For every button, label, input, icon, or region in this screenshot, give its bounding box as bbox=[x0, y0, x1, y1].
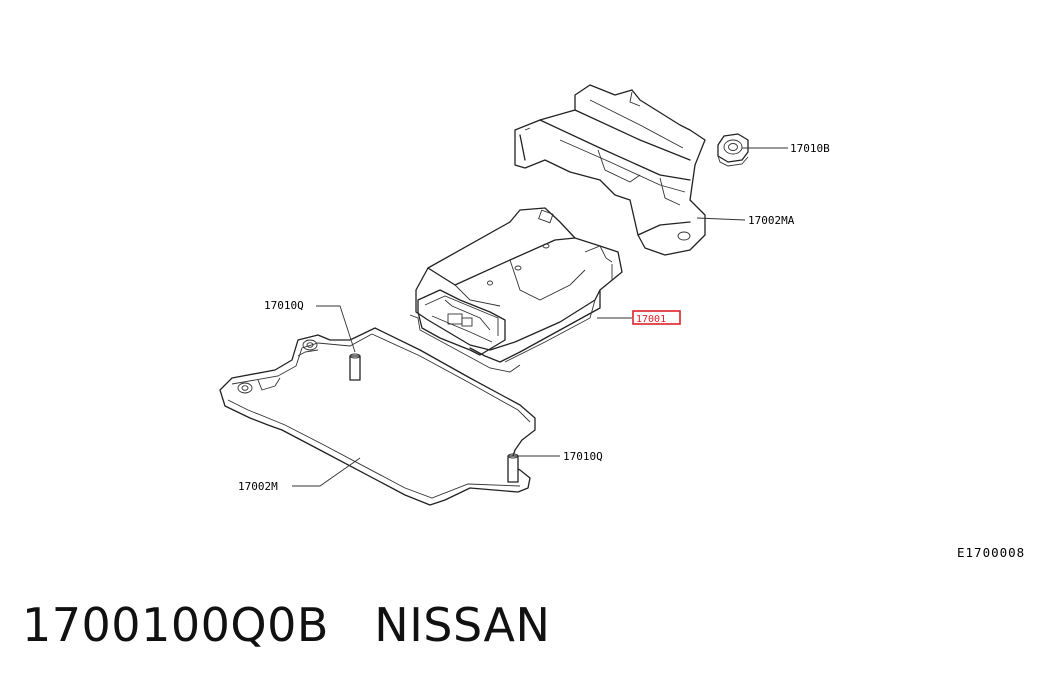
parts-diagram: 17010B 17002MA 17001 17010Q 17010Q 17002… bbox=[219, 84, 1025, 560]
part-number: 1700100Q0B bbox=[22, 598, 329, 652]
diagram-reference-code: E1700008 bbox=[957, 545, 1025, 560]
callout-nut: 17010B bbox=[790, 142, 830, 155]
upper-bracket bbox=[514, 84, 706, 256]
nut-icon bbox=[717, 133, 749, 167]
callout-lower-bracket: 17002M bbox=[238, 480, 278, 493]
callout-module[interactable]: 17001 bbox=[636, 314, 666, 325]
part-caption: 1700100Q0B NISSAN bbox=[22, 598, 550, 652]
leader-lines bbox=[292, 147, 788, 487]
callout-upper-bracket: 17002MA bbox=[748, 214, 795, 227]
callout-stud-left: 17010Q bbox=[264, 299, 304, 312]
brand-name: NISSAN bbox=[374, 598, 551, 652]
control-module bbox=[409, 207, 623, 373]
lower-bracket bbox=[219, 327, 536, 506]
stud-left-icon bbox=[349, 353, 361, 381]
highlight-box[interactable] bbox=[632, 310, 681, 325]
stud-right-icon bbox=[507, 453, 519, 483]
callout-stud-right: 17010Q bbox=[563, 450, 603, 463]
